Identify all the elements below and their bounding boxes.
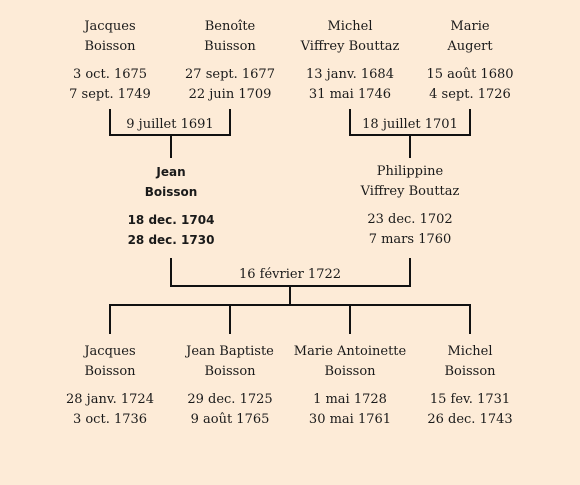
person-birth-date: 27 sept. 1677 bbox=[185, 67, 275, 82]
person-death-date: 26 dec. 1743 bbox=[427, 412, 513, 427]
person-death-date: 3 oct. 1736 bbox=[72, 412, 148, 427]
connector-line bbox=[409, 258, 411, 287]
person-birth-date: 29 dec. 1725 bbox=[187, 392, 273, 407]
person-first-name: Marie bbox=[450, 19, 490, 34]
child-michel-boisson: Michel Boisson 15 fev. 1731 26 dec. 1743 bbox=[400, 342, 540, 430]
person-death-date: 31 mai 1746 bbox=[308, 87, 392, 102]
person-last-name: Boisson bbox=[84, 39, 136, 54]
person-birth-date: 15 fev. 1731 bbox=[429, 392, 511, 407]
person-death-date: 30 mai 1761 bbox=[308, 412, 392, 427]
person-first-name: Benoîte bbox=[204, 19, 256, 34]
person-birth-date: 3 oct. 1675 bbox=[72, 67, 148, 82]
child-marie-antoinette-boisson: Marie Antoinette Boisson 1 mai 1728 30 m… bbox=[275, 342, 425, 430]
connector-line bbox=[409, 134, 411, 158]
person-last-name: Viffrey Bouttaz bbox=[360, 184, 460, 199]
person-birth-date: 1 mai 1728 bbox=[313, 392, 387, 407]
grandparent-jacques-boisson: Jacques Boisson 3 oct. 1675 7 sept. 1749 bbox=[40, 17, 180, 105]
person-death-date: 9 août 1765 bbox=[190, 412, 270, 427]
connector-line bbox=[469, 109, 471, 136]
person-last-name: Buisson bbox=[204, 39, 256, 54]
marriage-date-paternal-grandparents: 9 juillet 1691 bbox=[126, 117, 214, 132]
person-death-date: 4 sept. 1726 bbox=[429, 87, 511, 102]
connector-line bbox=[109, 109, 111, 136]
person-death-date: 22 juin 1709 bbox=[188, 87, 272, 102]
person-death-date: 7 sept. 1749 bbox=[69, 87, 151, 102]
connector-line bbox=[170, 258, 172, 287]
connector-line bbox=[229, 304, 231, 334]
person-first-name: Jean bbox=[156, 165, 186, 179]
person-first-name: Marie Antoinette bbox=[293, 344, 407, 359]
connector-line bbox=[289, 285, 291, 305]
person-first-name: Jacques bbox=[84, 344, 136, 359]
person-last-name: Viffrey Bouttaz bbox=[300, 39, 400, 54]
child-jean-baptiste-boisson: Jean Baptiste Boisson 29 dec. 1725 9 aoû… bbox=[160, 342, 300, 430]
person-death-date: 7 mars 1760 bbox=[368, 232, 452, 247]
person-birth-date: 28 janv. 1724 bbox=[66, 392, 154, 407]
person-birth-date: 15 août 1680 bbox=[426, 67, 514, 82]
person-death-date: 28 dec. 1730 bbox=[127, 233, 215, 247]
person-birth-date: 13 janv. 1684 bbox=[306, 67, 394, 82]
connector-line bbox=[109, 304, 471, 306]
connector-line bbox=[109, 304, 111, 334]
child-jacques-boisson: Jacques Boisson 28 janv. 1724 3 oct. 173… bbox=[40, 342, 180, 430]
person-last-name: Boisson bbox=[204, 364, 256, 379]
marriage-date-maternal-grandparents: 18 juillet 1701 bbox=[362, 117, 458, 132]
person-last-name: Boisson bbox=[84, 364, 136, 379]
person-first-name: Jean Baptiste bbox=[186, 344, 274, 359]
connector-line bbox=[170, 134, 172, 158]
connector-line bbox=[229, 109, 231, 136]
parent-philippine-viffrey-bouttaz: Philippine Viffrey Bouttaz 23 dec. 1702 … bbox=[340, 162, 480, 250]
grandparent-michel-viffrey-bouttaz: Michel Viffrey Bouttaz 13 janv. 1684 31 … bbox=[280, 17, 420, 105]
person-birth-date: 23 dec. 1702 bbox=[367, 212, 453, 227]
person-last-name: Boisson bbox=[144, 185, 198, 199]
parent-jean-boisson: Jean Boisson 18 dec. 1704 28 dec. 1730 bbox=[101, 162, 241, 250]
person-first-name: Michel bbox=[327, 19, 373, 34]
connector-line bbox=[349, 109, 351, 136]
person-last-name: Augert bbox=[447, 39, 493, 54]
person-last-name: Boisson bbox=[324, 364, 376, 379]
connector-line bbox=[349, 304, 351, 334]
person-first-name: Michel bbox=[447, 344, 493, 359]
person-first-name: Jacques bbox=[84, 19, 136, 34]
person-birth-date: 18 dec. 1704 bbox=[127, 213, 215, 227]
person-last-name: Boisson bbox=[444, 364, 496, 379]
connector-line bbox=[469, 304, 471, 334]
grandparent-benoite-buisson: Benoîte Buisson 27 sept. 1677 22 juin 17… bbox=[160, 17, 300, 105]
marriage-date-parents: 16 février 1722 bbox=[238, 267, 342, 282]
grandparent-marie-augert: Marie Augert 15 août 1680 4 sept. 1726 bbox=[400, 17, 540, 105]
person-first-name: Philippine bbox=[376, 164, 444, 179]
